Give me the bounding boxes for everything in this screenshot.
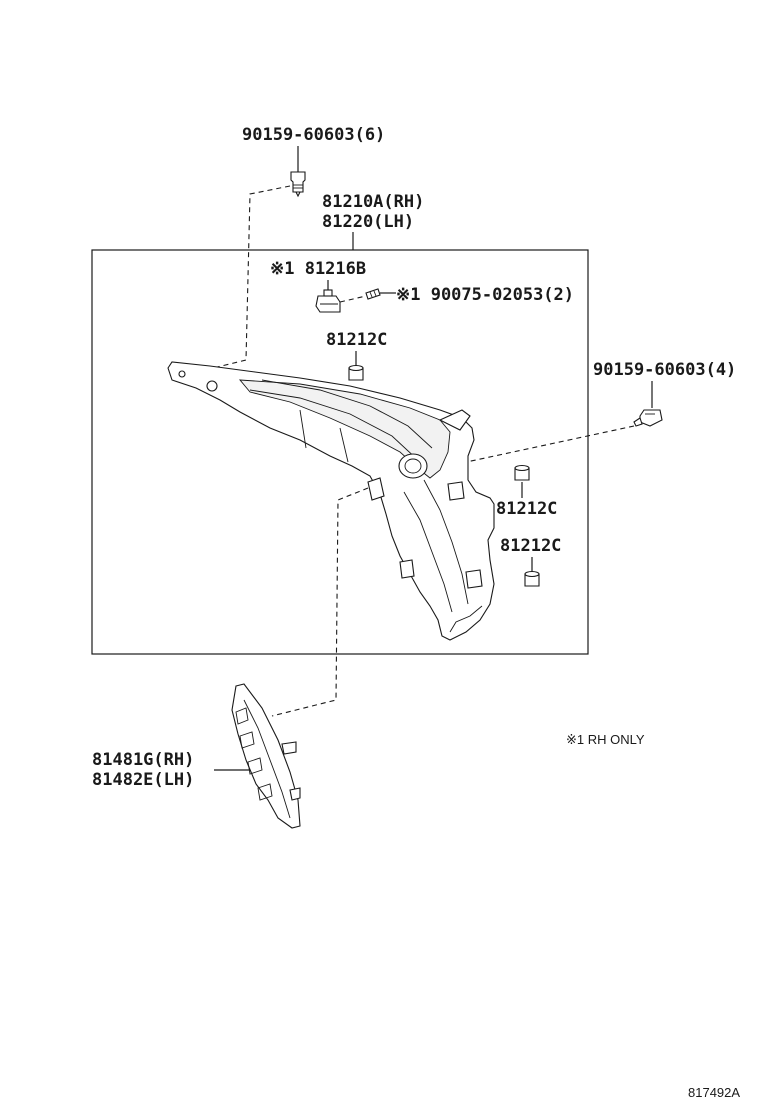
note-rh-only: ※1 RH ONLY <box>566 732 645 747</box>
label-screw-small: ※1 90075-02053(2) <box>396 285 574 305</box>
label-cover-lh: 81482E(LH) <box>92 770 194 790</box>
label-lamp-rh: 81210A(RH) <box>322 192 424 212</box>
cap-2-icon <box>514 464 530 481</box>
label-cap-2: 81212C <box>496 499 557 519</box>
assembly-frame <box>91 249 589 655</box>
label-cover-rh: 81481G(RH) <box>92 750 194 770</box>
screw-right-icon <box>633 409 663 427</box>
fog-lamp-housing <box>167 361 495 641</box>
label-socket: ※1 81216B <box>270 259 366 279</box>
cap-3-icon <box>524 570 540 587</box>
label-screw-right: 90159-60603(4) <box>593 360 736 380</box>
label-cap-1: 81212C <box>326 330 387 350</box>
small-screw-icon <box>365 288 381 300</box>
bezel-cover <box>231 683 301 829</box>
label-lamp-lh: 81220(LH) <box>322 212 414 232</box>
label-cap-3: 81212C <box>500 536 561 556</box>
screw-top-icon <box>290 146 306 198</box>
label-screw-top: 90159-60603(6) <box>242 125 385 145</box>
diagram-ref-code: 817492A <box>688 1085 740 1100</box>
socket-icon <box>315 289 341 313</box>
cap-1-icon <box>348 364 364 381</box>
